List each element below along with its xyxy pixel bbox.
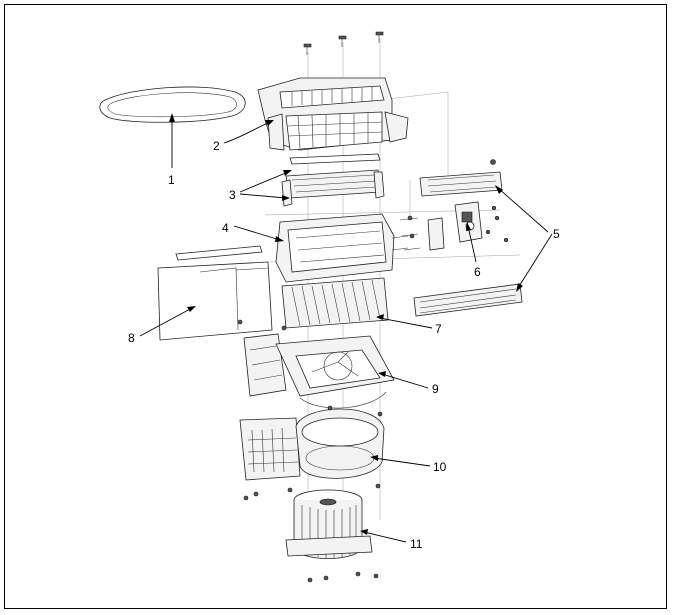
part-10-blower-housing bbox=[239, 408, 385, 481]
callout-5: 5 bbox=[553, 227, 560, 241]
callout-8: 8 bbox=[128, 331, 135, 345]
part-4-middle-housing bbox=[275, 213, 409, 283]
part-7-cabin-filter bbox=[281, 277, 389, 329]
callout-6: 6 bbox=[474, 265, 481, 279]
callout-10: 10 bbox=[433, 460, 447, 474]
callout-7: 7 bbox=[435, 322, 442, 336]
part-9-blower-cover bbox=[243, 333, 395, 409]
part-2-upper-case bbox=[257, 77, 409, 151]
part-11-blower-motor bbox=[285, 489, 373, 559]
callout-11: 11 bbox=[410, 537, 423, 551]
callout-1: 1 bbox=[168, 173, 175, 187]
bottom-screws bbox=[237, 319, 383, 583]
part-8-duct bbox=[157, 245, 273, 341]
callout-4: 4 bbox=[222, 221, 229, 235]
part-1-gasket bbox=[99, 86, 246, 123]
callout-9: 9 bbox=[432, 382, 439, 396]
top-screws bbox=[303, 31, 384, 55]
callout-leaders bbox=[139, 113, 553, 543]
callout-3: 3 bbox=[229, 188, 236, 202]
part-6-actuator bbox=[399, 201, 509, 251]
part-3-door-assembly bbox=[281, 153, 385, 207]
callout-2: 2 bbox=[213, 139, 220, 153]
diagram-frame bbox=[4, 4, 667, 609]
part-5-filter-covers bbox=[413, 159, 523, 317]
callout-labels: 1 2 3 4 5 6 7 8 9 10 11 bbox=[128, 139, 560, 551]
